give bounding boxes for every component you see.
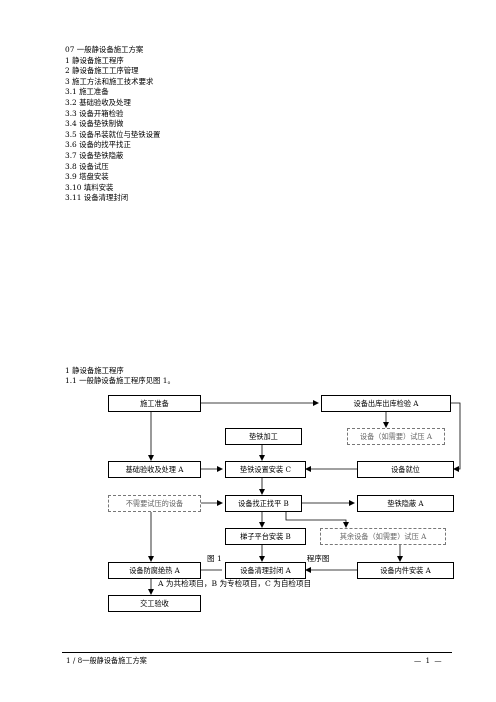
toc-item: 3.7 设备垫铁隐蔽 [65,150,124,160]
flow-box-foundation: 基础验收及处理 A [108,461,201,478]
flow-box-shim-make: 垫铁加工 [225,428,302,445]
flow-box-no-test: 不需要试压的设备 [108,495,201,512]
arrow-leveling-othertest [285,512,349,528]
flow-box-shim-conceal: 垫铁隐蔽 A [357,495,454,512]
flow-box-prep: 施工准备 [108,395,201,412]
toc-item: 3 施工方法和施工技术要求 [65,76,154,86]
toc-title: 07 一般静设备施工方案 [65,45,144,54]
toc-item: 1 静设备施工程序 [65,55,124,65]
flow-box-pressure-test-optional: 设备（如需要）试压 A [347,428,445,445]
flow-box-ladder: 梯子平台安装 B [225,528,306,545]
footer-page-label: 1 / 8一般静设备施工方案 [66,656,147,665]
flow-box-insulation: 设备防腐绝热 A [108,562,201,579]
figure-caption-number: 图 1 [207,554,222,563]
toc-item: 2 静设备施工工序管理 [65,66,139,76]
toc-item: 3.6 设备的找平找正 [65,140,131,150]
figure-caption: 图 1 程序图 [207,553,329,564]
footer-page-number: — 1 — [414,656,443,665]
flow-box-cleaning: 设备清理封闭 A [225,562,306,579]
table-of-contents: 07 一般静设备施工方案 1 静设备施工程序 2 静设备施工工序管理 3 施工方… [65,45,160,204]
flow-box-shim-install: 垫铁设置安装 C [225,461,306,478]
flow-box-acceptance: 交工验收 [108,595,201,612]
section-intro-text: 1.1 一般静设备施工程序见图 1。 [65,376,175,386]
toc-item: 3.11 设备清理封闭 [65,193,129,203]
toc-item: 3.2 基础验收及处理 [65,97,131,107]
figure-caption-tail: 程序图 [306,554,330,563]
section-heading: 1 静设备施工程序 [65,366,124,375]
toc-item: 3.5 设备吊装就位与垫铁设置 [65,129,161,139]
toc-item: 3.10 填料安装 [65,182,114,192]
toc-item: 3.4 设备垫铁制做 [65,119,124,129]
flow-box-internals: 设备内件安装 A [357,562,454,579]
flow-box-inspect: 设备出库出库检验 A [321,395,451,412]
footer-divider [62,652,452,653]
flow-box-other-test: 其余设备（如需要）试压 A [320,528,446,545]
toc-item: 3.9 塔盘安装 [65,172,109,182]
flow-box-leveling: 设备找正找平 B [225,495,302,512]
arrow-inspect-positioning [451,402,461,472]
toc-item: 3.1 施工准备 [65,87,109,97]
flow-box-positioning: 设备就位 [357,461,454,478]
section-intro: 1 静设备施工程序 1.1 一般静设备施工程序见图 1。 [65,366,175,387]
toc-item: 3.8 设备试压 [65,161,109,171]
toc-item: 3.3 设备开箱检验 [65,108,124,118]
figure-legend: A 为共检项目，B 为专检项目，C 为自检项目 [158,579,312,588]
